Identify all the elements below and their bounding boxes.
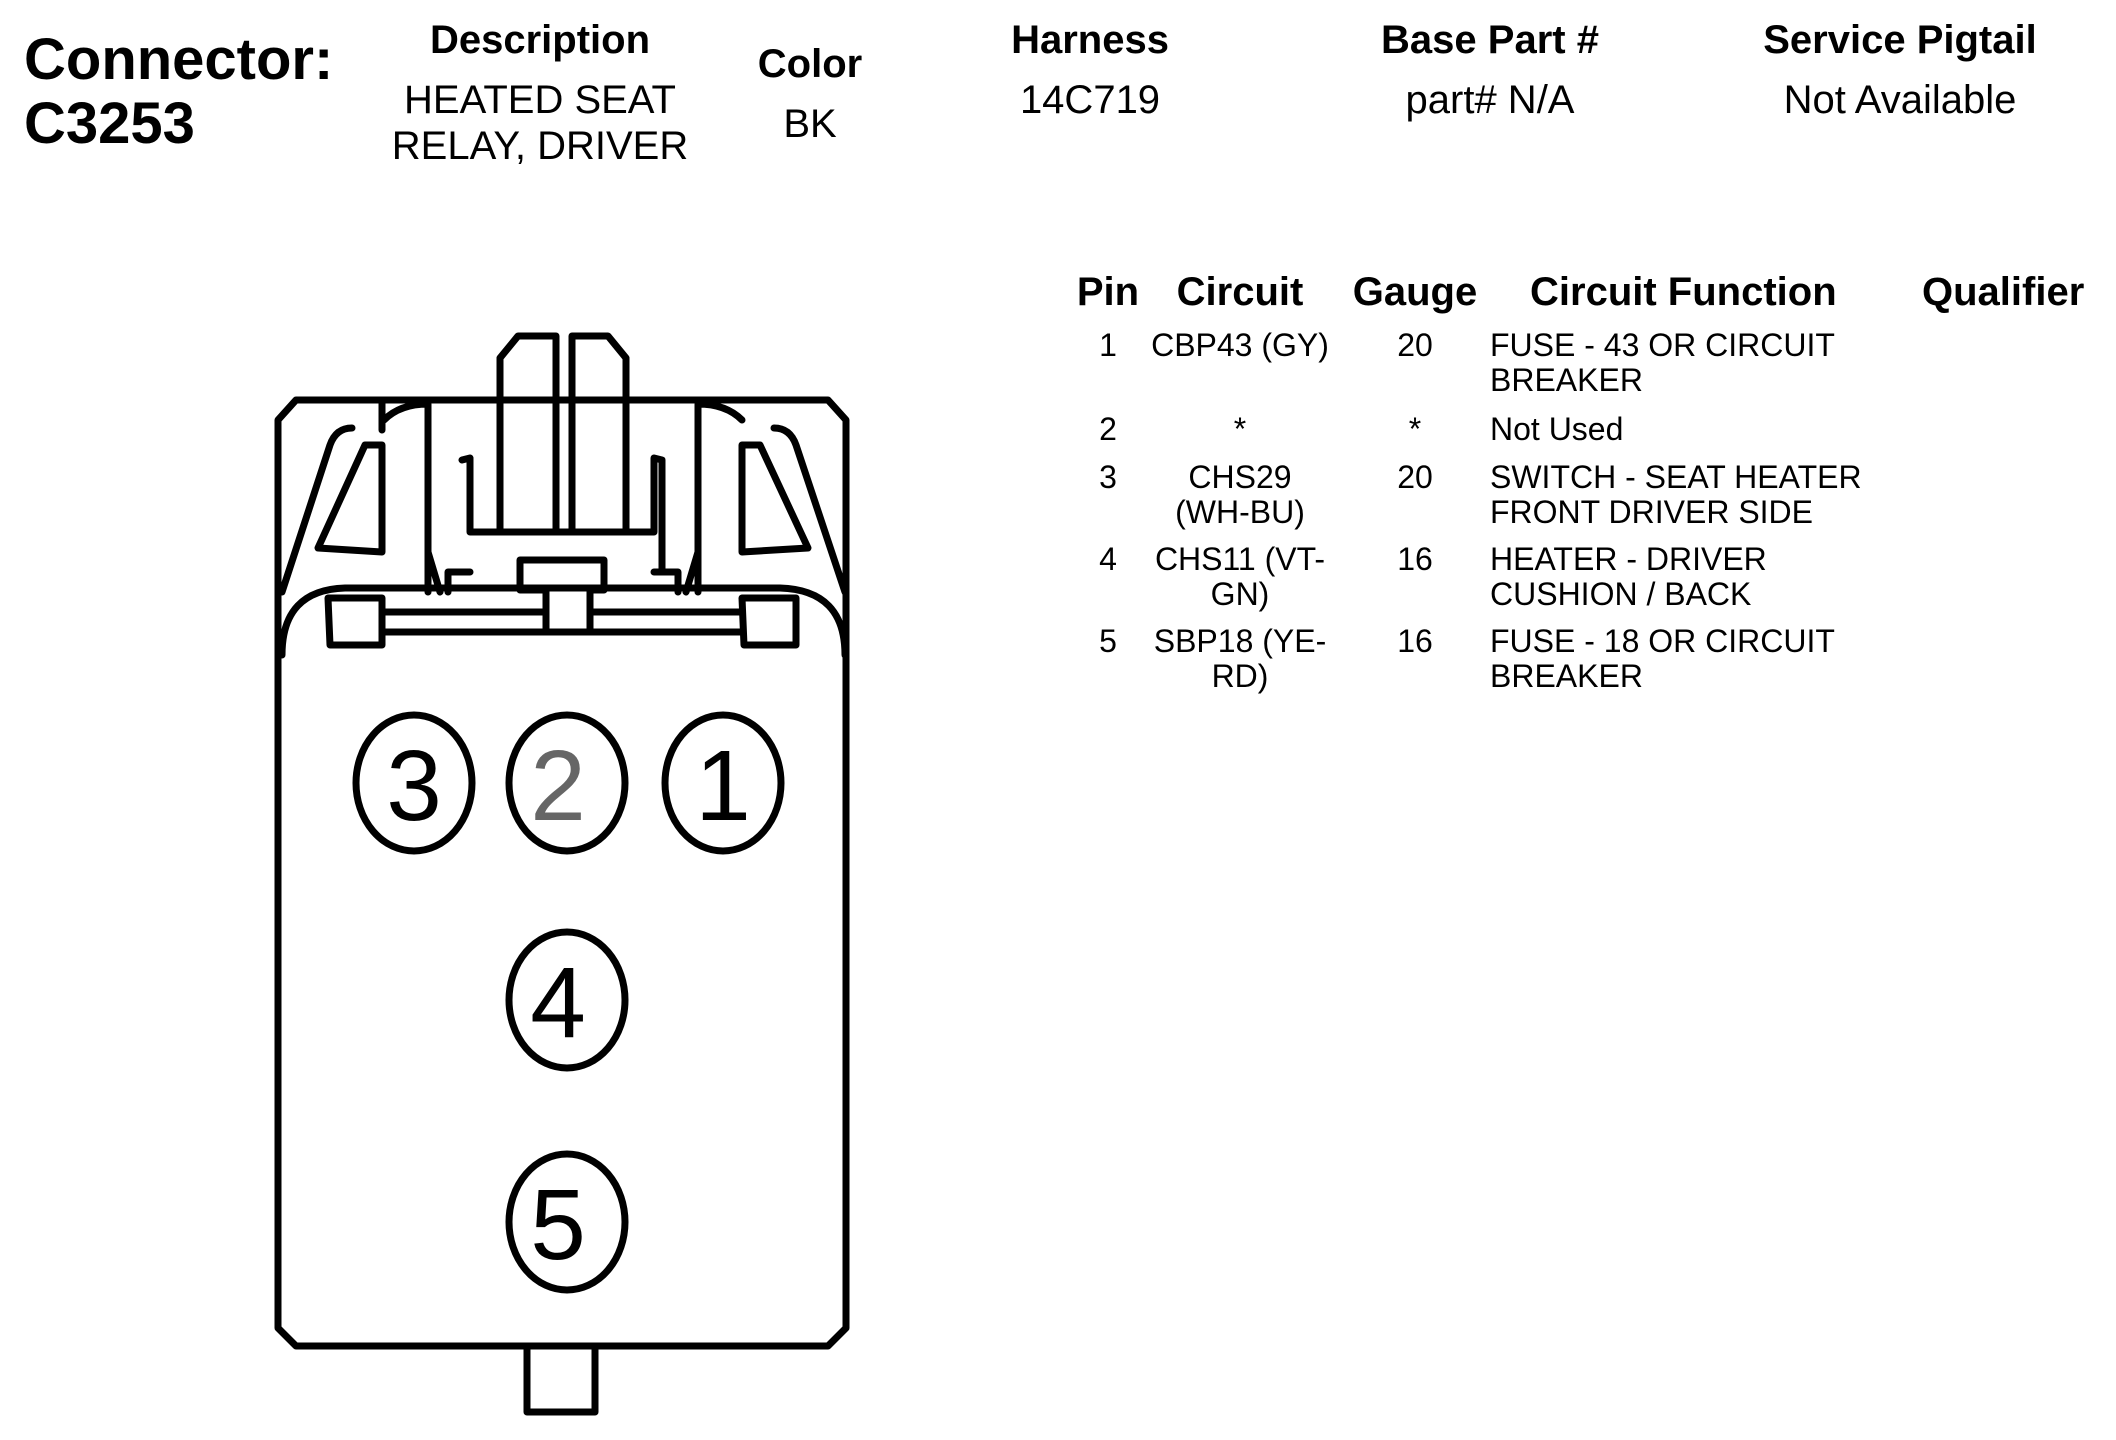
bottom-rail-left	[324, 594, 550, 649]
pin-number: 2	[530, 730, 586, 842]
pin-cavity-4	[505, 928, 629, 1072]
ramp-right-outer	[770, 424, 849, 596]
ramp-right-rail	[694, 400, 746, 596]
cell-circuit: GN)	[1210, 576, 1270, 612]
connector-id: C3253	[24, 91, 195, 156]
col-header-pin: Pin	[1076, 270, 1140, 314]
cell-pin: 5	[1099, 623, 1117, 659]
ramp-left-outer	[278, 424, 356, 596]
cell-circuit: CHS11 (VT-	[1154, 541, 1326, 577]
cell-function: CUSHION / BACK	[1490, 576, 1752, 612]
cell-gauge: 16	[1397, 623, 1433, 659]
pin-cavity-2	[505, 711, 629, 855]
cell-function: FRONT DRIVER SIDE	[1490, 494, 1813, 530]
latch-post-left	[496, 332, 560, 536]
cell-pin: 2	[1099, 411, 1117, 447]
col-header-function: Circuit Function	[1530, 270, 1837, 314]
cell-pin: 3	[1099, 459, 1117, 495]
cell-circuit: RD)	[1211, 658, 1269, 694]
cell-function: FUSE - 43 OR CIRCUIT	[1490, 327, 1835, 363]
cell-circuit: CBP43 (GY)	[1151, 327, 1329, 363]
cell-function: Not Used	[1490, 411, 1624, 447]
latch-post-right	[568, 332, 630, 536]
description-label: Description	[429, 18, 651, 62]
pin-number: 3	[386, 730, 442, 842]
cell-circuit: *	[1233, 411, 1247, 447]
pin-cavity-5	[505, 1150, 629, 1294]
connector-label: Connector:	[24, 27, 334, 92]
cell-circuit: SBP18 (YE-	[1153, 623, 1327, 659]
cell-gauge: 20	[1397, 327, 1433, 363]
cell-circuit: CHS29	[1188, 459, 1292, 495]
cell-gauge: *	[1408, 411, 1422, 447]
col-header-qualifier: Qualifier	[1922, 270, 2085, 314]
cell-gauge: 20	[1397, 459, 1433, 495]
cell-function: SWITCH - SEAT HEATER	[1490, 459, 1862, 495]
base-part-value: part# N/A	[1405, 78, 1575, 122]
pin-number: 5	[530, 1169, 586, 1281]
bottom-key-tab	[523, 1342, 599, 1416]
cell-function: FUSE - 18 OR CIRCUIT	[1490, 623, 1835, 659]
cell-pin: 1	[1099, 327, 1117, 363]
cell-function: HEATER - DRIVER	[1490, 541, 1767, 577]
ramp-left-inner	[314, 441, 386, 556]
col-header-gauge: Gauge	[1352, 270, 1478, 314]
pin-number: 1	[695, 730, 751, 842]
channel-left	[424, 548, 474, 596]
cell-function: BREAKER	[1490, 362, 1643, 398]
ramp-left-rail	[378, 396, 432, 596]
cell-circuit: (WH-BU)	[1175, 494, 1305, 530]
service-pigtail-value: Not Available	[1783, 78, 2017, 122]
cell-gauge: 16	[1397, 541, 1433, 577]
latch-block	[458, 454, 666, 574]
cell-pin: 4	[1099, 541, 1117, 577]
pin-cavity-1	[661, 711, 785, 855]
service-pigtail-label: Service Pigtail	[1763, 18, 2037, 62]
connector-housing-outline	[274, 396, 850, 1350]
center-slot	[516, 556, 608, 636]
channel-right	[650, 548, 702, 596]
col-header-circuit: Circuit	[1176, 270, 1304, 314]
pin-cavity-3	[352, 711, 476, 855]
harness-value: 14C719	[1019, 78, 1161, 122]
connector-body	[278, 584, 849, 659]
color-label: Color	[757, 42, 863, 86]
color-value: BK	[783, 102, 837, 146]
pin-number: 4	[530, 947, 586, 1059]
description-line-2: RELAY, DRIVER	[391, 124, 689, 168]
base-part-label: Base Part #	[1381, 18, 1599, 62]
ramp-right-inner	[738, 441, 812, 556]
cell-function: BREAKER	[1490, 658, 1643, 694]
description-line-1: HEATED SEAT	[404, 78, 676, 122]
bottom-rail-right	[586, 594, 800, 649]
harness-label: Harness	[1011, 18, 1169, 62]
